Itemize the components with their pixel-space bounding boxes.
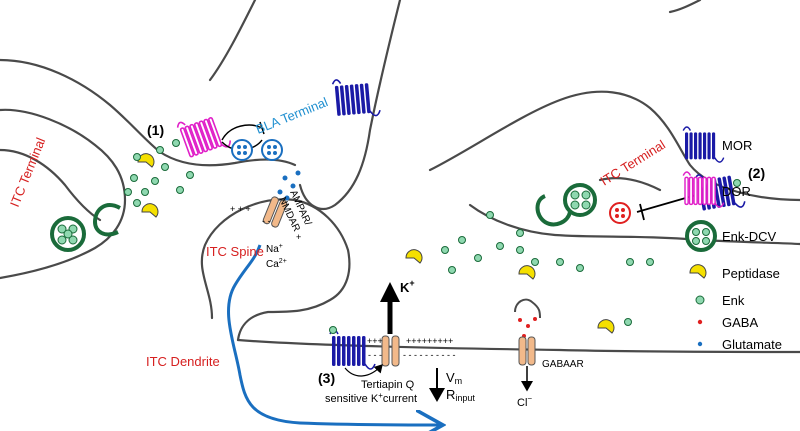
svg-text:Ca2+: Ca2+ (266, 258, 287, 270)
enk-on-mor-dendrite (329, 326, 337, 334)
peptidase-icon (518, 265, 536, 280)
label-na: Na (266, 244, 279, 255)
bla-terminal-top-right (668, 0, 702, 14)
left-itc-terminal-upper-edge (0, 148, 102, 222)
fusing-vesicle-right (535, 194, 572, 227)
label-gabaar: GABAAR (542, 359, 584, 370)
legend-gaba: GABA (697, 315, 758, 330)
marker-2: (2) (748, 165, 765, 181)
enk-dots-left (124, 146, 194, 207)
bla-terminal-membrane-top (208, 0, 257, 82)
ion-labels-spine: Na+ Ca2+ (266, 243, 287, 270)
right-itc-terminal-bottom (468, 203, 800, 246)
peptidase-group-left (137, 153, 159, 218)
legend-label-enk: Enk (722, 293, 745, 308)
enk-on-mor-right (733, 179, 741, 187)
gabaar-channel (518, 336, 536, 366)
legend-mor: MOR (682, 126, 752, 163)
marker-1: (1) (147, 122, 164, 138)
spine-charges: + + + + - - (230, 204, 301, 242)
label-cl: Cl− (517, 394, 532, 409)
bla-terminal-membrane-right (298, 0, 402, 210)
label-rinput: Rinput (446, 387, 475, 403)
legend-label-gaba: GABA (722, 315, 758, 330)
glutamate-dots (277, 170, 301, 201)
glutamate-current-path (227, 244, 440, 425)
peptidase-icon (689, 264, 707, 279)
label-k: K+ (400, 278, 415, 295)
legend-peptidase: Peptidase (689, 264, 780, 281)
legend-label-enk-dcv: Enk-DCV (722, 229, 777, 244)
mor-to-k-arrow (344, 364, 383, 377)
label-itc-terminal-left: ITC Terminal (7, 135, 48, 209)
peptidase-group-right (405, 249, 615, 334)
left-itc-terminal-membrane (0, 108, 127, 280)
k-channel (381, 335, 400, 367)
ampar-nmdar-channel (262, 196, 288, 228)
peptidase-icon (597, 319, 615, 334)
svg-text:+ + +: + + + (230, 204, 251, 214)
legend-label-peptidase: Peptidase (722, 266, 780, 281)
label-itc-spine: ITC Spine (206, 244, 264, 259)
svg-text:- -: - - (262, 216, 271, 226)
enk-on-dor (172, 139, 180, 147)
dor-receptor-bla (175, 107, 233, 162)
label-tertiapin-2: sensitive K+current (325, 391, 417, 405)
legend-label-glutamate: Glutamate (722, 337, 782, 352)
enk-dots-right (441, 211, 654, 274)
svg-text:Na+: Na+ (266, 243, 283, 255)
legend: MOR DOR Enk-DCV Peptidase Enk GABA (682, 126, 782, 352)
legend-label-mor: MOR (722, 138, 752, 153)
label-tertiapin-1: Tertiapin Q (361, 379, 415, 391)
legend-glutamate: Glutamate (697, 337, 782, 352)
svg-text:+++: +++ (367, 336, 383, 346)
gaba-release-membrane (514, 298, 541, 319)
fusing-vesicle-left (92, 203, 121, 237)
legend-dor: DOR (682, 171, 751, 208)
svg-text:- - - - - - - - - -: - - - - - - - - - - (403, 350, 455, 360)
enk-dcv-right (563, 183, 597, 217)
legend-label-dor: DOR (722, 184, 751, 199)
membrane-outlines (0, 0, 800, 354)
gaba-vesicle (609, 202, 631, 224)
right-itc-terminal-upper (598, 176, 662, 192)
enk-dcv-left (50, 216, 86, 252)
svg-text:+++++++++: +++++++++ (406, 336, 453, 346)
label-bla-terminal: BLA Terminal (254, 94, 331, 137)
itc-spine-membrane (200, 198, 351, 342)
legend-enk-dcv: Enk-DCV (685, 220, 777, 252)
label-vm: Vm (446, 370, 462, 386)
svg-text:- - -: - - - (368, 350, 382, 360)
bla-terminal-membrane-left (0, 58, 297, 167)
legend-enk: Enk (695, 293, 745, 308)
peptidase-icon (405, 249, 423, 264)
label-ca: Ca (266, 259, 279, 270)
glutamate-vesicles (231, 139, 283, 161)
label-itc-dendrite: ITC Dendrite (146, 354, 220, 369)
itc-dendrite-membrane (236, 338, 800, 354)
gaba-dots (518, 317, 537, 338)
peptidase-icon (141, 203, 159, 218)
marker-3: (3) (318, 370, 335, 386)
svg-text:+: + (296, 232, 301, 242)
dendrite-charges: +++ +++++++++ - - - - - - - - - - - - - (367, 336, 455, 360)
enk-dots-misc (624, 318, 632, 326)
